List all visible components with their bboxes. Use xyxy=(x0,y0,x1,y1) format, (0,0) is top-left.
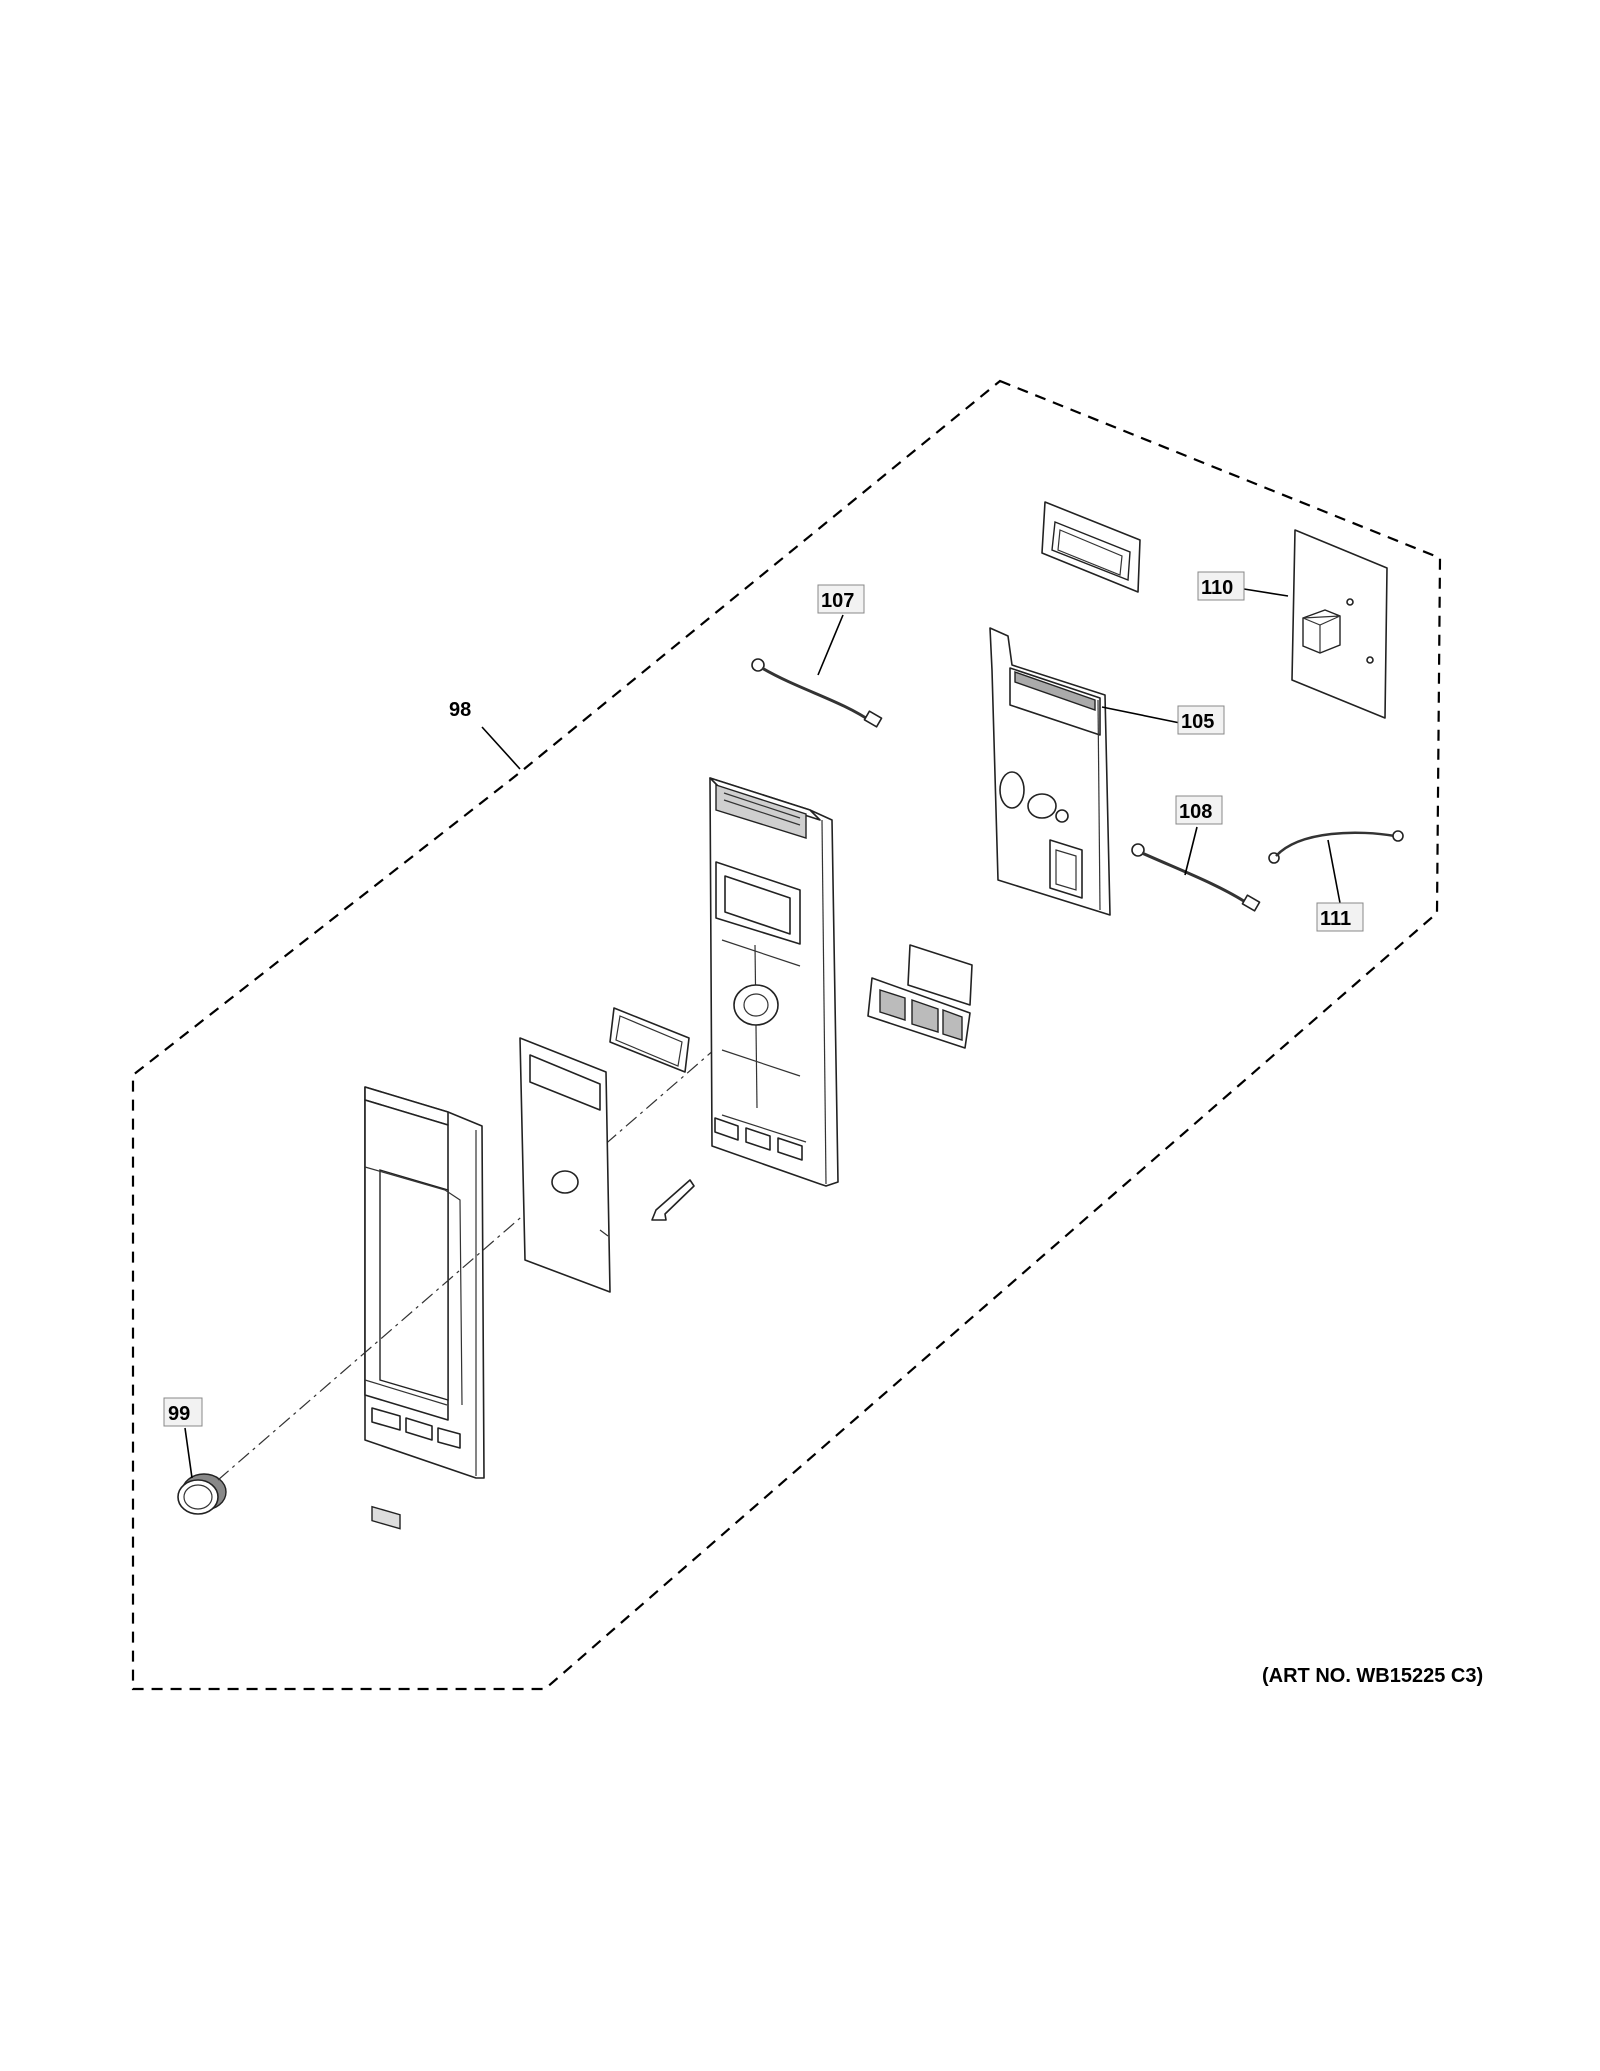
display-board[interactable] xyxy=(1041,501,1141,593)
callout-105: 105 xyxy=(1177,705,1225,735)
callout-111-text: 111 xyxy=(1320,908,1351,930)
art-number: (ART NO. WB15225 C3) xyxy=(1262,1665,1483,1687)
display-window-lens[interactable] xyxy=(609,1007,690,1073)
control-panel-frame[interactable] xyxy=(364,1086,485,1530)
ground-wire-111[interactable] xyxy=(1268,830,1404,864)
leader-110 xyxy=(1243,588,1289,597)
wire-harness-107[interactable] xyxy=(751,658,883,728)
leader-107 xyxy=(817,614,844,676)
callout-107: 107 xyxy=(817,584,865,614)
callout-108-text: 108 xyxy=(1179,801,1212,823)
callout-110: 110 xyxy=(1197,571,1245,601)
leader-105 xyxy=(1101,706,1181,724)
interface-board[interactable] xyxy=(867,944,973,1049)
callout-98-text: 98 xyxy=(449,699,471,721)
callout-110-text: 110 xyxy=(1201,577,1233,599)
callout-108: 108 xyxy=(1175,795,1223,825)
knob-axis-centerline xyxy=(217,1009,761,1481)
leader-98 xyxy=(481,726,521,770)
leader-111 xyxy=(1327,839,1341,904)
wire-harness-108[interactable] xyxy=(1131,843,1261,912)
selector-knob[interactable] xyxy=(177,1473,227,1515)
callout-99: 99 xyxy=(163,1397,203,1427)
leader-108 xyxy=(1184,826,1198,876)
control-board-110[interactable] xyxy=(1291,529,1388,719)
control-panel-housing[interactable] xyxy=(709,777,839,1187)
touch-overlay-panel[interactable] xyxy=(519,1037,611,1293)
callout-111: 111 xyxy=(1316,902,1364,932)
callout-98: 98 xyxy=(449,699,471,721)
assembly-boundary xyxy=(131,379,1442,1691)
callout-107-text: 107 xyxy=(821,590,854,612)
small-bracket[interactable] xyxy=(651,1179,695,1221)
callout-105-text: 105 xyxy=(1181,711,1214,733)
control-bracket-105[interactable] xyxy=(989,627,1111,916)
callout-99-text: 99 xyxy=(168,1403,190,1425)
leader-99 xyxy=(184,1427,193,1479)
